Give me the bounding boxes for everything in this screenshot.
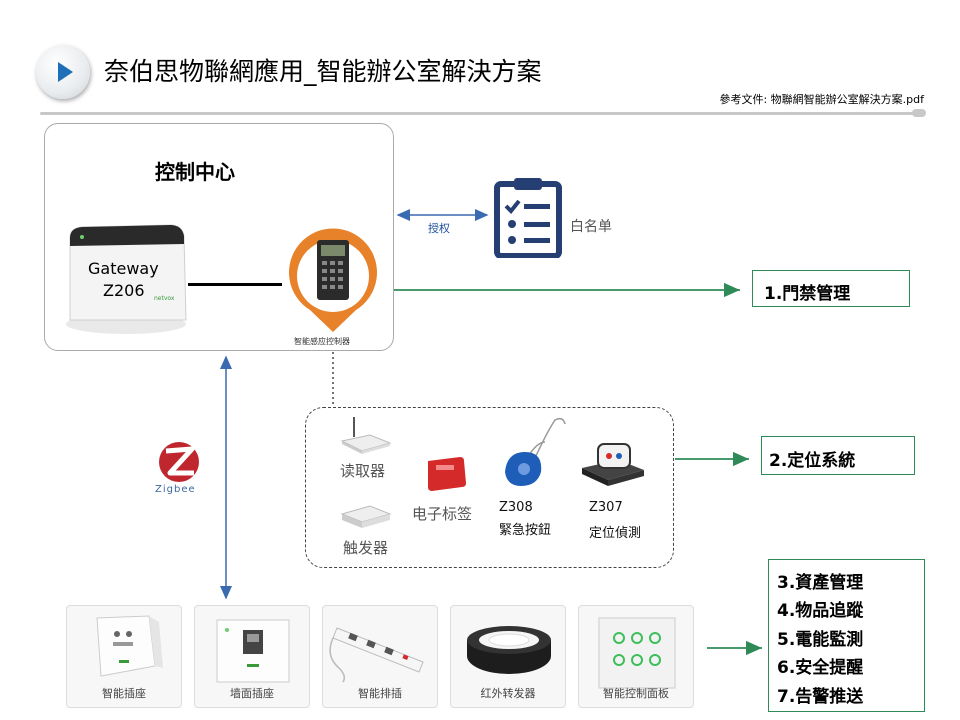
gateway-model: Z206 [103,281,145,300]
zigbee-logo-icon [159,442,199,482]
rfid-reader-icon [340,417,392,454]
smart-reader-label: 智能感应控制器 [294,337,350,346]
gateway-label: Gateway [88,259,159,278]
product-label: 智能排插 [358,687,402,700]
feature-item: 7.告警推送 [777,687,864,707]
header-divider [40,112,922,115]
z308-name: 緊急按鈕 [499,523,552,538]
product-card-wall-socket: 墙面插座 [194,605,310,708]
gateway-device-icon [66,224,187,334]
z307-name: 定位偵測 [589,526,642,541]
reference-document: 參考文件: 物聯網智能辦公室解決方案.pdf [719,93,924,106]
product-label: 智能控制面板 [603,687,669,700]
page-title: 奈伯思物聯網應用_智能辦公室解決方案 [104,57,542,86]
product-label: 智能插座 [102,687,146,700]
electronic-tag-label: 电子标签 [412,505,473,523]
smart-control-panel-icon [598,617,676,689]
feature-item: 6.安全提醒 [777,658,864,678]
control-center-title: 控制中心 [155,160,235,184]
clipboard-checklist-icon [494,178,562,258]
whitelist-label: 白名单 [570,219,612,235]
access-control-box [752,270,910,307]
play-icon [36,45,90,99]
positioning-box [761,436,915,475]
product-label: 墙面插座 [230,687,274,700]
product-card-smart-socket: 智能插座 [66,605,182,708]
access-control-label: 1.門禁管理 [764,284,851,304]
z307-model: Z307 [589,500,623,515]
feature-item: 3.資產管理 [777,573,864,593]
ir-transponder-icon [467,626,551,674]
trigger-device-icon [340,505,392,528]
smart-reader-pin-icon [289,228,377,332]
feature-item: 5.電能監測 [777,630,864,650]
product-card-ir-transponder: 红外转发器 [450,605,566,708]
electronic-tag-icon [428,457,466,491]
smart-socket-icon [96,615,163,677]
authorization-label: 授权 [428,222,450,235]
reader-label: 读取器 [340,462,386,480]
trigger-label: 触发器 [343,539,389,557]
power-strip-icon [329,627,424,683]
product-card-control-panel: 智能控制面板 [578,605,694,708]
features-box [768,559,925,712]
wall-socket-icon [216,619,290,683]
product-card-power-strip: 智能排插 [322,605,438,708]
gateway-brand: netvox [154,295,175,302]
positioning-device-group [305,407,674,568]
zigbee-label: Zigbee [155,484,196,495]
product-label: 红外转发器 [480,687,536,700]
header-divider-end [912,109,926,117]
location-detector-icon [582,443,644,486]
gateway-reader-link [188,283,282,286]
emergency-button-icon [505,417,566,486]
positioning-label: 2.定位系統 [769,451,856,471]
z308-model: Z308 [499,500,533,515]
feature-item: 4.物品追蹤 [777,601,864,621]
